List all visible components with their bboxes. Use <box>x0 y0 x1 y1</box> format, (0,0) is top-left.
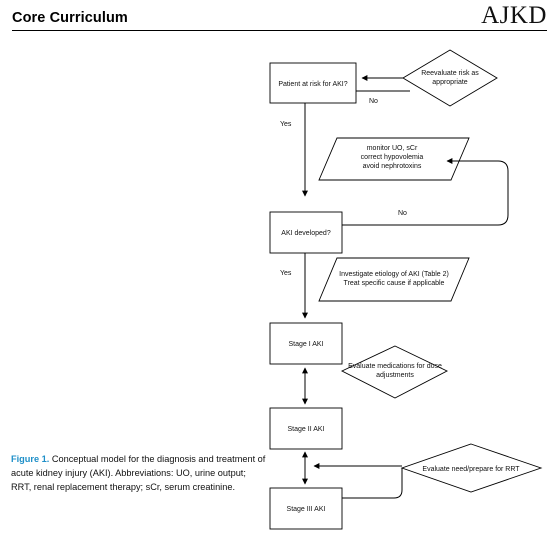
node-stage1: Stage I AKI <box>269 322 343 365</box>
node-monitor-line1: monitor UO, sCr <box>367 145 418 152</box>
node-reevaluate: Reevaluate risk as appropriate <box>402 49 498 107</box>
header-rule <box>12 30 547 31</box>
section-title: Core Curriculum <box>12 10 128 26</box>
node-evaluate-rrt-label: Evaluate need/prepare for RRT <box>422 466 520 473</box>
node-investigate-line1: Investigate etiology of AKI (Table 2) <box>339 271 449 278</box>
node-evaluate-meds-line2: adjustments <box>376 372 414 379</box>
label-no-aki: No <box>398 210 407 217</box>
figure-caption-label: Figure 1. <box>11 454 50 464</box>
node-monitor-line2: correct hypovolemia <box>361 154 424 161</box>
node-evaluate-rrt: Evaluate need/prepare for RRT <box>400 443 543 493</box>
node-stage1-label: Stage I AKI <box>288 341 323 348</box>
node-investigate: Investigate etiology of AKI (Table 2) Tr… <box>318 257 470 302</box>
node-stage2-label: Stage II AKI <box>288 426 325 433</box>
node-monitor: monitor UO, sCr correct hypovolemia avoi… <box>318 137 470 181</box>
label-yes-at-risk: Yes <box>280 121 292 128</box>
node-evaluate-meds-line1: Evaluate medications for dose <box>348 363 442 370</box>
node-evaluate-meds: Evaluate medications for dose adjustment… <box>340 345 449 399</box>
node-aki-developed: AKI developed? <box>269 211 343 254</box>
journal-logo: AJKD <box>481 2 547 29</box>
figure-caption: Figure 1. Conceptual model for the diagn… <box>11 452 266 494</box>
node-stage3: Stage III AKI <box>269 487 343 530</box>
node-stage2: Stage II AKI <box>269 407 343 450</box>
arrow-aki-no-loop <box>342 158 509 226</box>
label-no-reevaluate: No <box>369 98 378 105</box>
node-reevaluate-line2: appropriate <box>432 79 468 86</box>
node-monitor-line3: avoid nephrotoxins <box>363 163 422 170</box>
node-aki-developed-label: AKI developed? <box>281 230 331 237</box>
node-at-risk-label: Patient at risk for AKI? <box>278 81 347 88</box>
node-investigate-line2: Treat specific cause if applicable <box>344 280 445 287</box>
node-stage3-label: Stage III AKI <box>287 506 326 513</box>
line-rrt-stage3 <box>342 468 403 499</box>
node-reevaluate-line1: Reevaluate risk as <box>421 70 479 77</box>
node-at-risk: Patient at risk for AKI? <box>269 62 357 104</box>
figure-caption-text: Conceptual model for the diagnosis and t… <box>11 454 266 492</box>
label-yes-aki: Yes <box>280 270 292 277</box>
